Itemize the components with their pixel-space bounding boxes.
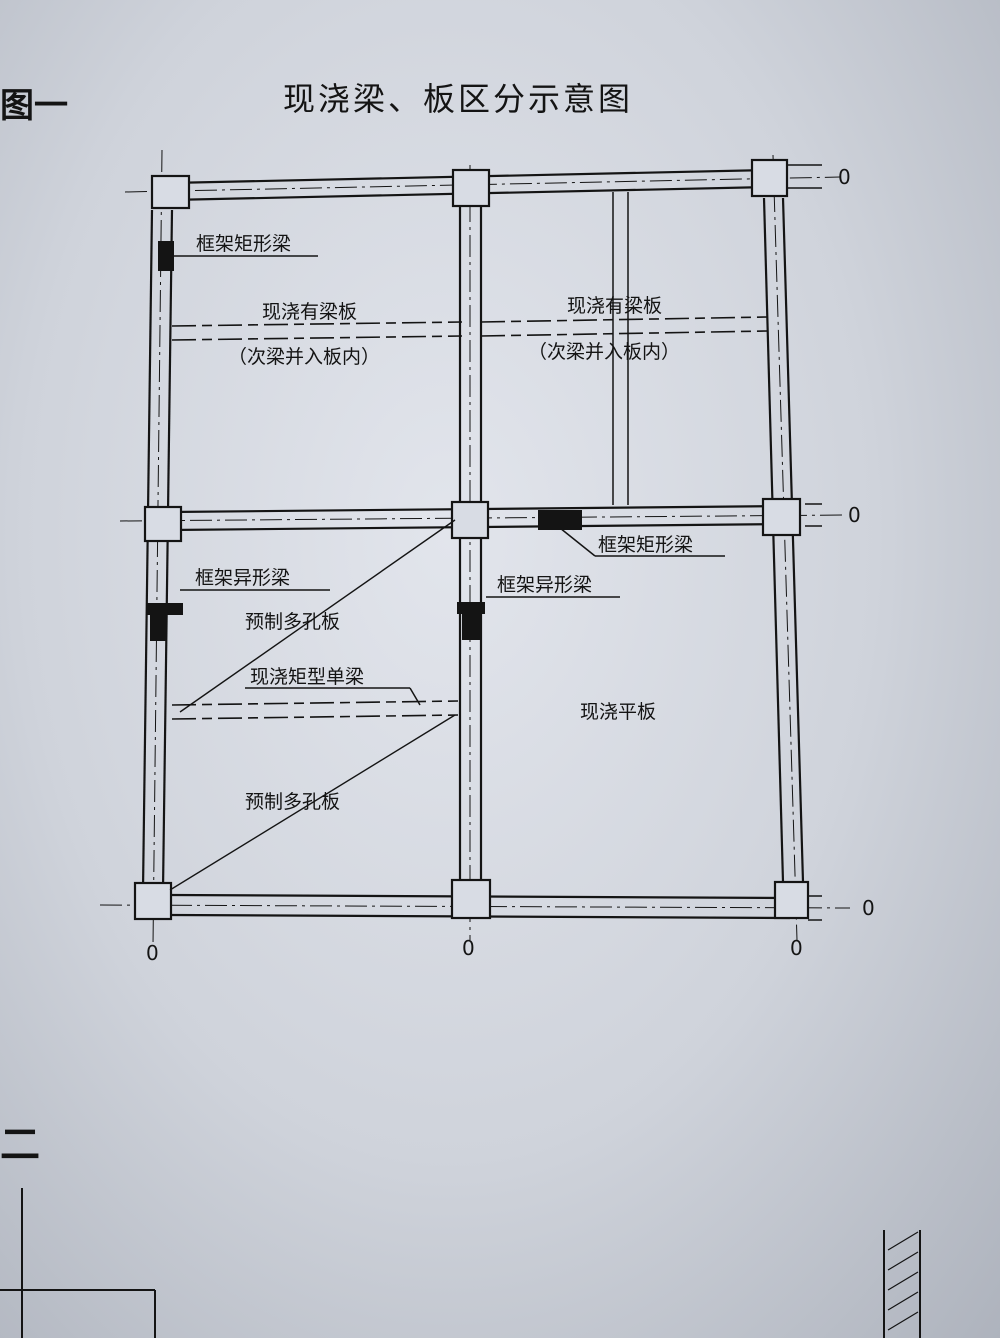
right-column (762, 154, 805, 941)
label-frame-special-beam-mid: 框架异形梁 (497, 574, 592, 596)
precast-slab-diagonals (169, 519, 456, 891)
page-bottom-lines (0, 1188, 921, 1338)
label-cast-single-beam: 现浇矩型单梁 (250, 666, 364, 688)
axis-mark-bottom-left: 0 (146, 941, 159, 965)
label-cast-slab-right: 现浇有梁板 (567, 295, 662, 317)
beam-section-marks (147, 241, 582, 641)
label-cast-slab-left-note: （次梁并入板内） (228, 346, 380, 368)
secondary-beam-right (480, 316, 769, 337)
axis-mark-bottom-right: 0 (790, 936, 803, 960)
page-title: 现浇梁、板区分示意图 (283, 80, 634, 118)
axis-mark-right-top: 0 (838, 165, 851, 189)
label-frame-special-beam-left: 框架异形梁 (195, 567, 290, 589)
column-joints (133, 158, 810, 921)
axis-mark-bottom-mid: 0 (462, 936, 475, 960)
label-frame-rect-beam-mid: 框架矩形梁 (598, 534, 693, 556)
label-precast-slab-upper: 预制多孔板 (245, 611, 340, 633)
label-leaders (172, 255, 725, 706)
label-cast-slab-left: 现浇有梁板 (262, 301, 357, 323)
left-column (141, 149, 174, 946)
top-beam (124, 164, 841, 202)
cast-single-beam (171, 700, 459, 720)
label-frame-rect-beam-top: 框架矩形梁 (196, 233, 291, 255)
label-cast-slab-right-note: （次梁并入板内） (528, 341, 680, 363)
middle-column (458, 165, 483, 940)
secondary-beam-left (171, 321, 463, 341)
axis-mark-right-bottom: 0 (862, 896, 875, 920)
label-precast-slab-lower: 预制多孔板 (245, 791, 340, 813)
secondary-beam-vertical (612, 192, 629, 505)
label-cast-flat-slab: 现浇平板 (580, 701, 656, 723)
figure-label: 图一 (0, 86, 68, 126)
axis-mark-right-mid: 0 (848, 503, 861, 527)
corner-mark: 二 (0, 1122, 40, 1168)
